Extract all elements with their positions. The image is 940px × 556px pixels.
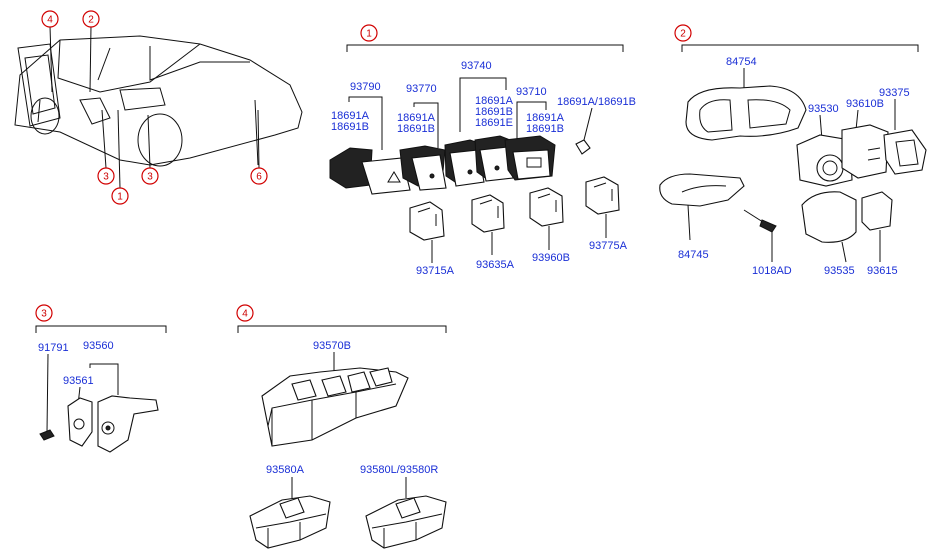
part-18691A-a: 18691A [331, 110, 370, 122]
car-callout-1: 1 [117, 192, 123, 203]
part-93740: 93740 [461, 60, 492, 72]
knob-93715A [409, 201, 445, 241]
section-callout-2: 2 [680, 29, 686, 40]
part-91791: 91791 [38, 342, 69, 354]
car-callout-6: 6 [256, 172, 262, 183]
part-93615: 93615 [867, 265, 898, 277]
car-illustration [14, 35, 303, 167]
section-callout-3: 3 [41, 309, 47, 320]
section-3: 3 91791 93560 93561 [35, 304, 167, 453]
knob-93960B [529, 187, 564, 227]
part-93635A: 93635A [476, 259, 515, 271]
part-93710: 93710 [516, 86, 547, 98]
part-93790: 93790 [350, 81, 381, 93]
section-callout-4: 4 [242, 309, 248, 320]
part-84745: 84745 [678, 249, 709, 261]
switch-93561 [67, 397, 93, 447]
part-18691B-d: 18691B [526, 123, 564, 135]
part-93375: 93375 [879, 87, 910, 99]
part-18691A-c: 18691A [475, 95, 514, 107]
part-18691B-a: 18691B [331, 121, 369, 133]
car-callouts: 4 2 3 1 3 6 [41, 10, 268, 205]
part-93610B: 93610B [846, 98, 884, 110]
switch-93535 [801, 191, 857, 243]
part-93580A: 93580A [266, 464, 305, 476]
part-93561: 93561 [63, 375, 94, 387]
part-93770: 93770 [406, 83, 437, 95]
part-18691A-18691B: 18691A/18691B [557, 96, 636, 108]
part-18691B-c: 18691B [475, 106, 513, 118]
part-18691B-b: 18691B [397, 123, 435, 135]
part-18691A-d: 18691A [526, 112, 565, 124]
section-2: 2 84754 93530 93610B 93375 93535 93615 8… [659, 24, 927, 277]
bulb-part [575, 139, 591, 155]
part-93715A: 93715A [416, 265, 455, 277]
switch-93560 [97, 395, 159, 453]
car-callout-2: 2 [88, 15, 94, 26]
switch-93610B [841, 124, 889, 179]
part-1018AD: 1018AD [752, 265, 792, 277]
switch-cluster [329, 135, 556, 195]
part-18691A-b: 18691A [397, 112, 436, 124]
section-1: 1 93790 18691A 18691B 93770 18691A 18691… [329, 24, 636, 277]
part-93960B: 93960B [532, 252, 570, 264]
trim-84745 [659, 173, 745, 207]
screw-91791 [39, 429, 55, 441]
bezel-84754 [685, 85, 807, 141]
section-4: 4 93570B 93580A 93580L/93580R [236, 304, 447, 549]
car-callout-4: 4 [47, 15, 53, 26]
car-callout-3a: 3 [103, 172, 109, 183]
part-93570B: 93570B [313, 340, 351, 352]
part-93775A: 93775A [589, 240, 628, 252]
switch-93375 [883, 129, 927, 175]
knob-93775A [585, 176, 620, 215]
part-18691E: 18691E [475, 117, 513, 129]
knob-93635A [471, 194, 505, 233]
part-93560: 93560 [83, 340, 114, 352]
part-93530: 93530 [808, 103, 839, 115]
part-93535: 93535 [824, 265, 855, 277]
part-84754: 84754 [726, 56, 757, 68]
section-callout-1: 1 [366, 29, 372, 40]
part-93580L-93580R: 93580L/93580R [360, 464, 438, 476]
switch-93615 [861, 191, 893, 231]
car-callout-3b: 3 [147, 172, 153, 183]
